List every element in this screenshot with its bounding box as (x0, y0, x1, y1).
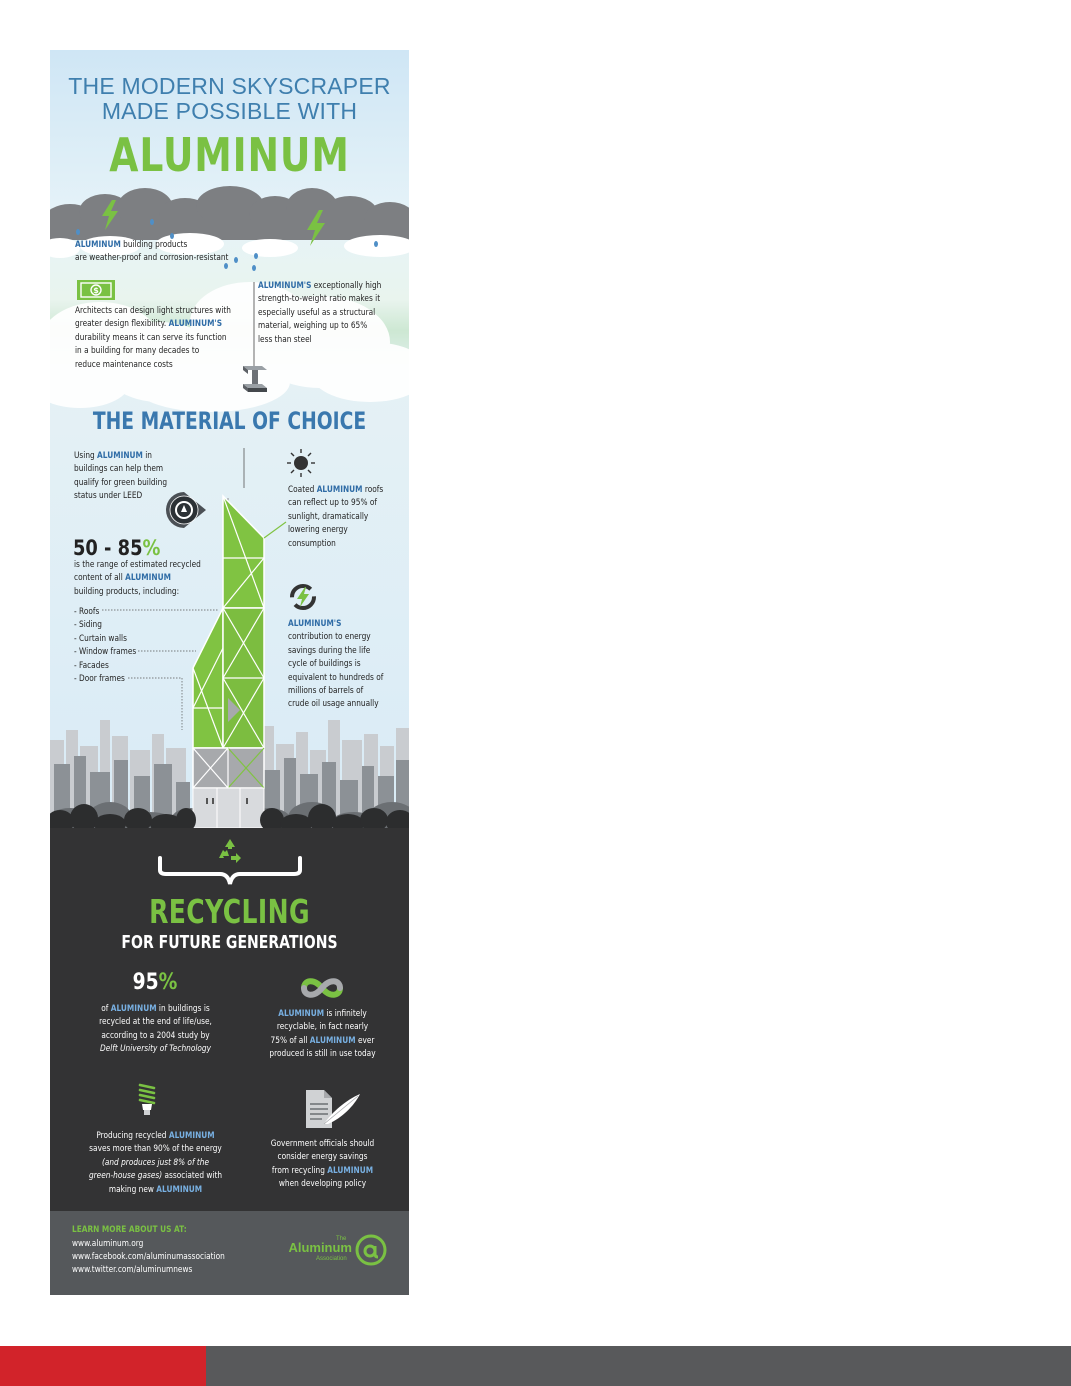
weatherproof-text: ALUMINUM building products are weather-p… (75, 240, 229, 264)
leed-badge-icon (166, 492, 206, 528)
money-icon: $ (77, 280, 115, 300)
lightning-bolt-icon (102, 200, 118, 230)
link-facebook[interactable]: www.facebook.com/aluminumassociation (72, 1252, 225, 1262)
link-aluminum-org[interactable]: www.aluminum.org (72, 1239, 144, 1249)
logo-association: Association (316, 1256, 347, 1262)
list-item: - Door frames (74, 674, 125, 685)
recycled-percent-text: of ALUMINUM in buildings is recycled at … (99, 1004, 212, 1055)
lightning-bolt-icon (307, 210, 325, 246)
policy-text: Government officials should consider ene… (270, 1139, 375, 1190)
infographic-footer (50, 1211, 409, 1295)
raindrops-icon (76, 219, 378, 271)
recycled-percent-figure: 95% (132, 970, 178, 995)
learn-more-heading: LEARN MORE ABOUT US AT: (72, 1225, 187, 1235)
light-bulb-icon (138, 1083, 156, 1115)
roofs-text: Coated ALUMINUM roofs can reflect up to … (288, 485, 384, 549)
tree-line-illustration (50, 804, 409, 834)
title-aluminum: ALUMINUM (109, 128, 350, 182)
link-twitter[interactable]: www.twitter.com/aluminumnews (72, 1265, 193, 1275)
document-quill-icon (306, 1090, 360, 1128)
infinitely-recyclable-text: ALUMINUM is infinitely recyclable, in fa… (269, 1009, 376, 1060)
durability-text: Architects can design light structures w… (75, 306, 231, 370)
logo-the: The (336, 1236, 347, 1242)
logo-name: Aluminum (288, 1240, 352, 1255)
skyscraper-illustration (192, 448, 287, 829)
recycling-section (50, 828, 409, 1211)
white-clouds-icon (50, 282, 409, 412)
storm-clouds-icon (50, 186, 409, 258)
aluminum-association-logo-icon (355, 1234, 387, 1266)
recycle-icon (219, 839, 241, 863)
energy-recycle-icon (290, 584, 316, 610)
recycled-range-text: is the range of estimated recycled conte… (74, 560, 201, 597)
recycled-energy-text: Producing recycled ALUMINUM saves more t… (88, 1131, 223, 1195)
title-line-2: MADE POSSIBLE WITH (101, 98, 358, 124)
pointer-line (253, 282, 255, 372)
bottom-bar-accent (0, 1346, 206, 1386)
infinity-icon (301, 978, 343, 998)
sun-icon (287, 449, 315, 477)
list-item: - Facades (74, 660, 109, 671)
i-beam-icon (243, 366, 267, 392)
recycled-range-figure: 50 - 85% (73, 536, 161, 560)
strength-text: ALUMINUM'S exceptionally high strength-t… (258, 281, 382, 345)
energy-savings-text: ALUMINUM'S contribution to energy saving… (288, 619, 384, 710)
leed-text: Using ALUMINUM in buildings can help the… (74, 451, 168, 502)
list-item: - Siding (74, 620, 102, 631)
aluminum-infographic: THE MODERN SKYSCRAPER MADE POSSIBLE WITH… (50, 50, 409, 1295)
list-item: - Window frames (74, 647, 137, 658)
curly-brace-icon (158, 856, 302, 885)
material-of-choice-title: THE MATERIAL OF CHOICE (92, 407, 367, 435)
svg-text:$: $ (93, 286, 99, 295)
product-list: - Roofs - Siding - Curtain walls - Windo… (74, 606, 136, 686)
list-item: - Curtain walls (74, 633, 127, 644)
recycling-subtitle: FOR FUTURE GENERATIONS (121, 932, 338, 953)
recycling-title: RECYCLING (149, 892, 310, 931)
list-item: - Roofs (74, 607, 100, 617)
leader-lines (102, 609, 218, 730)
title-line-1: THE MODERN SKYSCRAPER (68, 73, 391, 99)
